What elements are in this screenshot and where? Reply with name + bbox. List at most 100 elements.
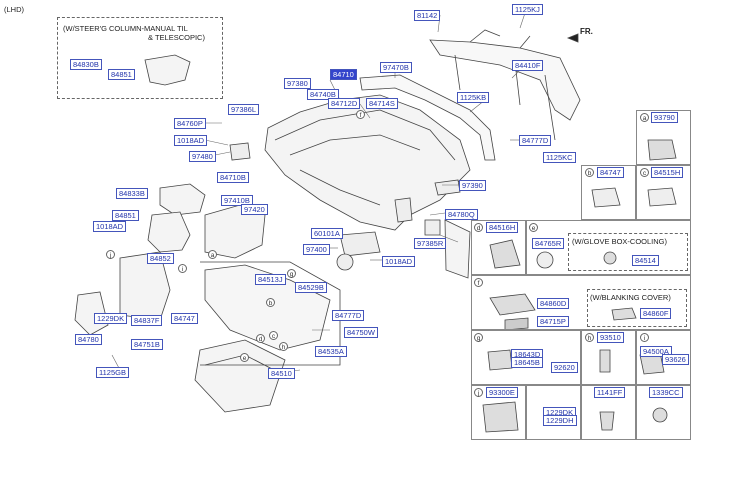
callout-d: d <box>256 334 265 343</box>
direction-label: FR. <box>580 27 593 36</box>
part-label[interactable]: 60101A <box>311 228 343 239</box>
part-label[interactable]: 1018AD <box>93 221 127 232</box>
part-label[interactable]: 84710B <box>217 172 249 183</box>
ref-callout-c: c <box>640 168 649 177</box>
part-label[interactable]: 84830B <box>70 59 102 70</box>
part-label[interactable]: 1141FF <box>594 387 626 398</box>
part-label[interactable]: 84765R <box>532 238 565 249</box>
part-label[interactable]: 84715P <box>537 316 569 327</box>
part-label[interactable]: 84852 <box>147 253 174 264</box>
part-label[interactable]: 1018AD <box>174 135 208 146</box>
ref-cell-j <box>471 385 526 440</box>
part-label[interactable]: 84535A <box>315 346 347 357</box>
part-label[interactable]: 18645B <box>511 357 543 368</box>
ref-callout-e: e <box>529 223 538 232</box>
ref-callout-j: j <box>474 388 483 397</box>
part-label[interactable]: 84529B <box>295 282 327 293</box>
ref-callout-i: i <box>640 333 649 342</box>
part-label[interactable]: 84513J <box>255 274 286 285</box>
blanking-cover-note: (W/BLANKING COVER) <box>590 293 671 302</box>
part-label[interactable]: 93300E <box>486 387 518 398</box>
callout-e: e <box>240 353 249 362</box>
callout-c: c <box>269 331 278 340</box>
steering-note-line1: (W/STEER'G COLUMN-MANUAL TIL <box>63 24 188 33</box>
callout-f: f <box>356 110 365 119</box>
ref-cell-k <box>581 385 636 440</box>
part-label[interactable]: 1125KC <box>543 152 576 163</box>
part-label[interactable]: 97410B <box>221 195 253 206</box>
callout-h: h <box>279 342 288 351</box>
part-label[interactable]: 92620 <box>551 362 578 373</box>
ref-callout-b: b <box>585 168 594 177</box>
part-label[interactable]: 84837F <box>131 315 163 326</box>
ref-cell-i <box>636 330 691 385</box>
part-label[interactable]: 1018AD <box>382 256 416 267</box>
part-label[interactable]: 97385R <box>414 238 447 249</box>
part-label[interactable]: 1125KB <box>457 92 490 103</box>
part-label[interactable]: 84714S <box>366 98 398 109</box>
part-label[interactable]: 1125GB <box>96 367 129 378</box>
steering-column-group <box>57 17 223 99</box>
glovebox-cooling-note: (W/GLOVE BOX-COOLING) <box>572 237 668 246</box>
callout-b: b <box>266 298 275 307</box>
part-label[interactable]: 1229DH <box>543 415 577 426</box>
callout-a: a <box>208 250 217 259</box>
part-label[interactable]: 84751B <box>131 339 163 350</box>
steering-note-line2: & TELESCOPIC) <box>148 33 205 42</box>
part-label[interactable]: 84740B <box>307 89 339 100</box>
part-label[interactable]: 94500A <box>640 346 672 357</box>
ref-cell-h <box>581 330 636 385</box>
ref-callout-h: h <box>585 333 594 342</box>
part-label[interactable]: 84860D <box>537 298 570 309</box>
ref-cell-b <box>581 165 636 220</box>
part-label[interactable]: 84750W <box>344 327 378 338</box>
ref-cell-l <box>636 385 691 440</box>
ref-cell-d <box>471 220 526 275</box>
part-label[interactable]: 84760P <box>174 118 206 129</box>
ref-cell-e <box>526 220 691 275</box>
part-label[interactable]: 97380 <box>284 78 311 89</box>
part-label[interactable]: 97480 <box>189 151 216 162</box>
ref-callout-d: d <box>474 223 483 232</box>
part-label[interactable]: 84515H <box>651 167 684 178</box>
variant-label: (LHD) <box>4 5 24 14</box>
part-label[interactable]: 84777D <box>519 135 552 146</box>
part-label[interactable]: 84777D <box>332 310 365 321</box>
part-label[interactable]: 97386L <box>228 104 260 115</box>
part-label[interactable]: 84780Q <box>445 209 478 220</box>
ref-cell-f <box>471 275 691 330</box>
part-label[interactable]: 1125KJ <box>512 4 543 15</box>
part-label[interactable]: 84712D <box>328 98 361 109</box>
ref-cell-screws <box>526 385 581 440</box>
part-label[interactable]: 84860F <box>640 308 672 319</box>
ref-cell-c <box>636 165 691 220</box>
part-label[interactable]: 84780 <box>75 334 102 345</box>
part-label[interactable]: 84747 <box>171 313 198 324</box>
part-label[interactable]: 84833B <box>116 188 148 199</box>
part-label[interactable]: 93626 <box>662 354 689 365</box>
part-label[interactable]: 97400 <box>303 244 330 255</box>
part-label[interactable]: 97390 <box>459 180 486 191</box>
part-label[interactable]: 1339CC <box>649 387 683 398</box>
part-label[interactable]: 84514 <box>632 255 659 266</box>
glovebox-cooling-group <box>568 233 688 271</box>
part-label-selected[interactable]: 84710 <box>330 69 357 80</box>
part-label[interactable]: 93790 <box>651 112 678 123</box>
part-label[interactable]: 84410F <box>512 60 544 71</box>
part-label[interactable]: 84516H <box>486 222 519 233</box>
ref-callout-a: a <box>640 113 649 122</box>
ref-cell-a <box>636 110 691 165</box>
ref-cell-g <box>471 330 581 385</box>
part-label[interactable]: 1229DK <box>94 313 128 324</box>
part-label[interactable]: 84851 <box>108 69 135 80</box>
part-label[interactable]: 97420 <box>241 204 268 215</box>
part-label[interactable]: 84747 <box>597 167 624 178</box>
part-label[interactable]: 81142 <box>414 10 441 21</box>
ref-callout-g: g <box>474 333 483 342</box>
part-label[interactable]: 93510 <box>597 332 624 343</box>
part-label[interactable]: 84851 <box>112 210 139 221</box>
part-label[interactable]: 84510 <box>268 368 295 379</box>
part-label[interactable]: 97470B <box>380 62 412 73</box>
